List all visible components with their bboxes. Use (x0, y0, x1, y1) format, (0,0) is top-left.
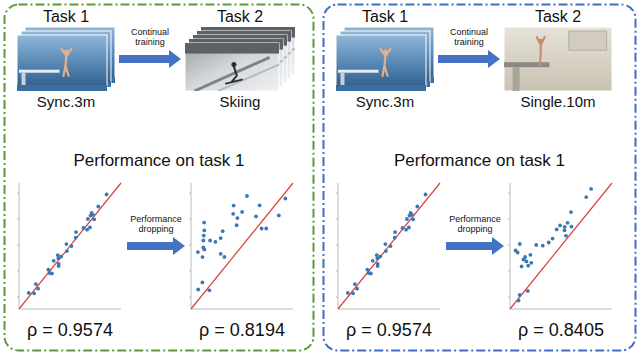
task-heading: Task 2 (504, 7, 612, 27)
block-arrow (438, 50, 500, 68)
correlation-value: ρ = 0.8194 (189, 319, 295, 341)
block-arrow (127, 237, 185, 255)
task-caption: Sync.3m (17, 92, 115, 111)
task-video: Task 2 Skiing (185, 7, 295, 111)
scatter-plot (17, 181, 123, 311)
video-frames (504, 27, 612, 91)
correlation-value: ρ = 0.8405 (508, 319, 614, 341)
scatter-node: ρ = 0.9574 (336, 181, 442, 341)
task-video: Task 1 Sync.3m (336, 7, 434, 111)
arrow-label: Continual training (119, 27, 181, 47)
task-video: Task 1 Sync.3m (17, 7, 115, 111)
panel-heading: Performance on task 1 (3, 151, 315, 171)
scatter-node: ρ = 0.9574 (17, 181, 123, 341)
task-panel: Performance on task 1 Task 1 Sync.3m Task 2… (3, 3, 315, 352)
scatter-node: ρ = 0.8405 (508, 181, 614, 341)
arrow-label: Performance dropping (127, 214, 185, 234)
video-frames (17, 27, 115, 91)
task-caption: Skiing (185, 92, 295, 111)
video-frames (185, 27, 295, 91)
task-video: Task 2 Single.10m (504, 7, 612, 111)
task-panel: Performance on task 1 Task 1 Sync.3m Task 2… (322, 3, 637, 352)
task-caption: Sync.3m (336, 92, 434, 111)
task-caption: Single.10m (504, 92, 612, 111)
correlation-value: ρ = 0.9574 (336, 319, 442, 341)
scatter-plot (508, 181, 614, 311)
arrow-label: Continual training (438, 27, 500, 47)
task-heading: Task 1 (336, 7, 434, 27)
panel-heading: Performance on task 1 (322, 151, 637, 171)
block-arrow (446, 237, 504, 255)
scatter-node: ρ = 0.8194 (189, 181, 295, 341)
task-heading: Task 1 (17, 7, 115, 27)
arrow-label: Performance dropping (446, 214, 504, 234)
scatter-plot (336, 181, 442, 311)
correlation-value: ρ = 0.9574 (17, 319, 123, 341)
task-heading: Task 2 (185, 7, 295, 27)
scatter-plot (189, 181, 295, 311)
block-arrow (119, 50, 181, 68)
video-frames (336, 27, 434, 91)
